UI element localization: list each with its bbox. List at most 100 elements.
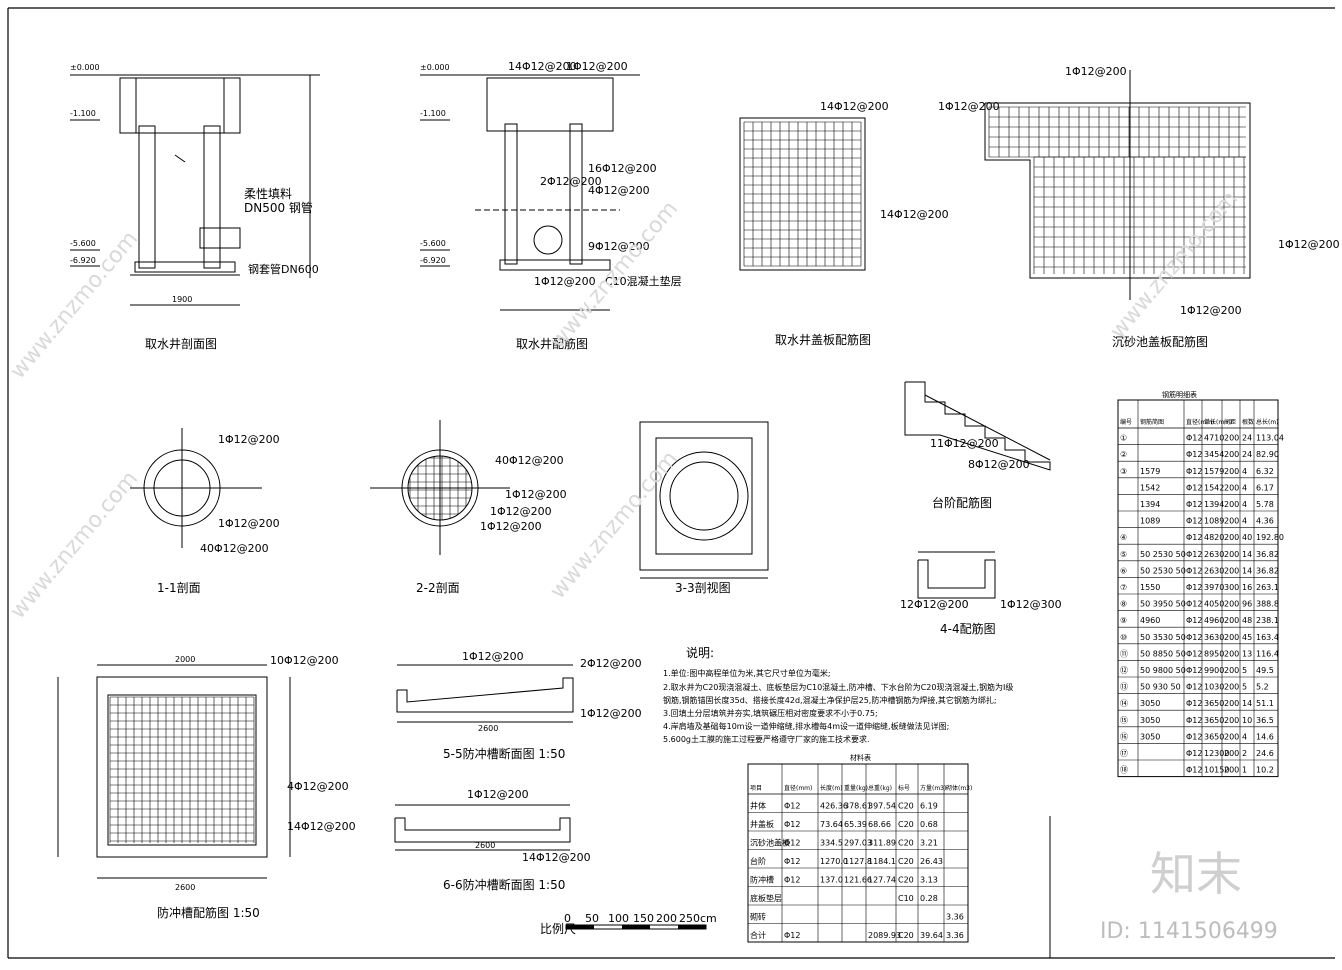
flex-fill-label: 柔性填料: [244, 187, 292, 201]
table-cell: 2630: [1204, 550, 1224, 559]
table-cell: 3630: [1204, 633, 1224, 642]
s22-rebar-c: 1Φ12@200: [490, 505, 552, 518]
table-cell: 50 3530 50: [1140, 633, 1186, 642]
note-line-3: 钢筋,钢筋锚固长度35d、搭接长度42d,混凝土净保护层25,防冲槽钢筋为焊接,…: [663, 695, 997, 705]
section-6-6-title: 6-6防冲槽断面图 1:50: [443, 877, 565, 892]
table-cell: Φ12: [1186, 517, 1202, 526]
table-cell: Φ12: [1186, 616, 1202, 625]
table-cell: Φ12: [784, 802, 800, 811]
watermark-text-4: www.znzmo.com: [1105, 186, 1243, 343]
table-cell: 0.28: [920, 894, 938, 903]
table-cell: 5.78: [1256, 500, 1274, 509]
table-cell: 24.6: [1256, 749, 1274, 758]
elev-1100-label: -1.100: [70, 109, 96, 118]
table-cell: 台阶: [750, 856, 766, 866]
table-cell: 3454: [1204, 450, 1224, 459]
s11-rebar-c: 40Φ12@200: [200, 542, 269, 555]
table-cell: 426.36: [820, 802, 848, 811]
table-cell: Φ12: [784, 931, 800, 940]
id-watermark: ID: 1141506499: [1100, 919, 1278, 944]
material-table: 材料表 项目直径(mm)长度(m)重量(kg)总重(kg)标号方量(m3)砌体(…: [747, 753, 972, 943]
s44-rebar-a: 12Φ12@200: [900, 598, 969, 611]
table-cell: 4050: [1204, 600, 1224, 609]
s11-rebar-a: 1Φ12@200: [218, 433, 280, 446]
table-cell: 1550: [1140, 583, 1160, 592]
well-section-title: 取水井剖面图: [145, 337, 217, 351]
table-cell: 50 930 50: [1140, 683, 1181, 692]
table-cell: ⑦: [1120, 583, 1127, 592]
table-cell: 49.5: [1256, 666, 1274, 675]
table-cell: 1089: [1140, 517, 1160, 526]
watermark-text-5: www.znzmo.com: [5, 466, 143, 623]
table-cell: 3.36: [946, 931, 964, 940]
table-cell: 6.19: [920, 802, 938, 811]
table-cell: 4820: [1204, 533, 1224, 542]
table-cell: 2089.93: [868, 931, 901, 940]
table-cell: 14: [1242, 699, 1252, 708]
table-cell: ⑭: [1120, 699, 1128, 708]
table-cell: 24: [1242, 450, 1252, 459]
table-cell: 200: [1224, 434, 1239, 443]
table-cell: 96: [1242, 600, 1252, 609]
table-cell: 6.32: [1256, 467, 1274, 476]
table-cell: C20: [898, 802, 914, 811]
table-header-cell: 单长(mm): [1204, 418, 1232, 426]
table-cell: 4: [1242, 732, 1247, 741]
table-cell: ⑫: [1120, 666, 1128, 675]
table-cell: 39.64: [920, 931, 943, 940]
table-cell: 45: [1242, 633, 1252, 642]
table-cell: 200: [1224, 500, 1239, 509]
as-rebar-4: 4Φ12@200: [287, 780, 349, 793]
table-cell: ⑥: [1120, 566, 1127, 575]
table-cell: 底板垫层: [750, 893, 782, 903]
table-cell: 116.4: [1256, 649, 1279, 658]
table-cell: 200: [1224, 683, 1239, 692]
rebar-16-label: 16Φ12@200: [588, 162, 657, 175]
table-cell: 50 9800 50: [1140, 666, 1186, 675]
note-line-1: 1.单位:图中高程单位为米,其它尺寸单位为毫米;: [663, 668, 831, 678]
table-header-cell: 根数: [1242, 418, 1254, 426]
table-cell: 1542: [1140, 483, 1160, 492]
table-cell: 1270.0: [820, 857, 848, 866]
table-cell: 50 8850 50: [1140, 649, 1186, 658]
table-cell: ⑨: [1120, 616, 1127, 625]
table-cell: 82.90: [1256, 450, 1279, 459]
table-cell: ⑯: [1120, 732, 1128, 741]
table-header-cell: 钢筋简图: [1140, 418, 1164, 426]
table-cell: 3.13: [920, 876, 938, 885]
table-cell: 4710: [1204, 434, 1224, 443]
rebar-4-label: 4Φ12@200: [588, 184, 650, 197]
table-cell: 200: [1224, 550, 1239, 559]
table-cell: 36.5: [1256, 716, 1274, 725]
well-rebar-drawing: ±0.000 -1.100 -5.600 -6.920 14Φ12@200 1Φ…: [420, 60, 682, 351]
table-cell: Φ12: [1186, 500, 1202, 509]
grit-rebar-1a: 1Φ12@200: [1065, 65, 1127, 78]
rebar-elev-1100: -1.100: [420, 109, 446, 118]
rebar-14-label: 14Φ12@200: [508, 60, 577, 73]
notes-heading: 说明:: [686, 645, 714, 660]
rebar-2-label: 2Φ12@200: [540, 175, 602, 188]
table-cell: 4: [1242, 500, 1247, 509]
table-cell: C20: [898, 876, 914, 885]
table-cell: 1127.8: [844, 857, 872, 866]
table-cell: 3970: [1204, 583, 1224, 592]
table-cell: 14: [1242, 566, 1252, 575]
table-cell: Φ12: [1186, 732, 1202, 741]
sleeve-label: 钢套管DN600: [248, 262, 319, 276]
table-cell: ⑪: [1120, 649, 1128, 658]
s66-rebar-b: 14Φ12@200: [522, 851, 591, 864]
table-cell: 200: [1224, 633, 1239, 642]
note-line-4: 3.回填土分层填筑并夯实,填筑碾压相对密度要求不小于0.75;: [663, 708, 878, 718]
grit-rebar-1b: 1Φ12@200: [938, 100, 1000, 113]
table-cell: ⑮: [1120, 716, 1128, 725]
section-4-4-title: 4-4配筋图: [940, 621, 996, 636]
elev-6920-label: -6.920: [70, 256, 96, 265]
table-cell: C20: [898, 931, 914, 940]
table-cell: ④: [1120, 533, 1127, 542]
well-rebar-title: 取水井配筋图: [516, 336, 588, 351]
rebar-9-label: 9Φ12@200: [588, 240, 650, 253]
table-cell: 50 2530 50: [1140, 550, 1186, 559]
table-cell: Φ12: [1186, 434, 1202, 443]
table-cell: 砌砖: [750, 912, 766, 922]
table-cell: 1542: [1204, 483, 1224, 492]
